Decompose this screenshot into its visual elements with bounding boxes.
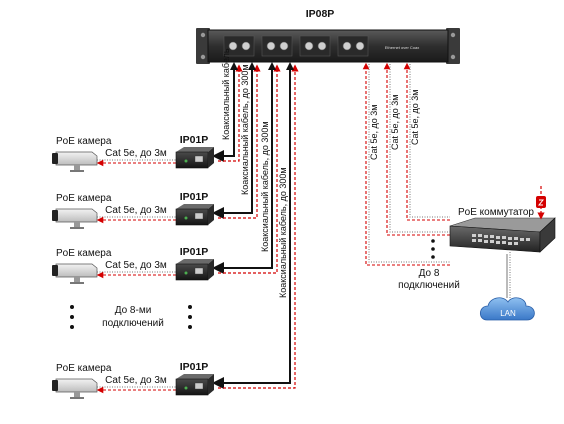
camera-label: PoE камера bbox=[56, 363, 112, 374]
coax-label-3: Коаксиальный кабель, до 300м bbox=[260, 121, 270, 252]
receiver-device-label: IP01P bbox=[180, 191, 209, 203]
camera-cable-label: Cat 5e, до 3м bbox=[105, 375, 167, 386]
data-lines bbox=[218, 64, 299, 389]
receiver-device-label: IP01P bbox=[180, 361, 209, 373]
lan-cloud bbox=[479, 297, 535, 321]
lan-label: LAN bbox=[500, 309, 516, 318]
ip01p-device bbox=[175, 204, 214, 226]
more-connections-right-line2: подключений bbox=[398, 280, 460, 291]
camera-cable-label: Cat 5e, до 3м bbox=[105, 205, 167, 216]
coax-cables bbox=[212, 64, 291, 389]
coax-label-4: Коаксиальный кабель, до 300м bbox=[278, 167, 288, 298]
coax-line-4 bbox=[212, 64, 291, 389]
left-more-dots bbox=[70, 305, 192, 329]
cat5-data-lines bbox=[362, 62, 450, 266]
power-input bbox=[536, 186, 546, 220]
camera-label: PoE камера bbox=[56, 193, 112, 204]
ip08p-rack-device: Ethernet over Coax bbox=[196, 28, 460, 64]
receiver-device-label: IP01P bbox=[180, 246, 209, 258]
more-connections-left-line2: подключений bbox=[102, 318, 164, 329]
cat5-twisted-lines bbox=[368, 64, 450, 263]
camera-label: PoE камера bbox=[56, 248, 112, 259]
coax-line-2 bbox=[212, 64, 253, 219]
ip01p-device bbox=[175, 147, 214, 169]
cat5-label-1: Cat 5e, до 3м bbox=[369, 105, 379, 160]
camera-cable-label: Cat 5e, до 3м bbox=[105, 148, 167, 159]
switch-label: PoE коммутатор bbox=[458, 207, 534, 218]
cat5-label-2: Cat 5e, до 3м bbox=[390, 95, 400, 150]
ip01p-device bbox=[175, 259, 214, 281]
cat5-label-3: Cat 5e, до 3м bbox=[410, 90, 420, 145]
coax-label-1: Коаксиальный кабель bbox=[221, 48, 231, 140]
camera-label: PoE камера bbox=[56, 136, 112, 147]
right-more-dots bbox=[431, 239, 435, 259]
poe-switch bbox=[449, 217, 556, 253]
camera-cable-label: Cat 5e, до 3м bbox=[105, 260, 167, 271]
more-connections-left-line1: До 8-ми bbox=[115, 305, 152, 316]
panel-text: Ethernet over Coax bbox=[385, 45, 419, 50]
receiver-device-label: IP01P bbox=[180, 134, 209, 146]
coax-up-arrows bbox=[230, 62, 294, 70]
ip01p-device bbox=[175, 374, 214, 396]
more-connections-right-line1: До 8 bbox=[419, 268, 440, 279]
camera-icon bbox=[52, 378, 98, 399]
coax-line-3 bbox=[212, 64, 273, 274]
main-device-label: IP08P bbox=[306, 8, 335, 20]
coax-line-1 bbox=[212, 64, 235, 162]
coax-label-2: Коаксиальный кабель, до 300м bbox=[240, 64, 250, 195]
camera-icon bbox=[52, 208, 98, 229]
camera-icon bbox=[52, 263, 98, 284]
camera-icon bbox=[52, 151, 98, 172]
